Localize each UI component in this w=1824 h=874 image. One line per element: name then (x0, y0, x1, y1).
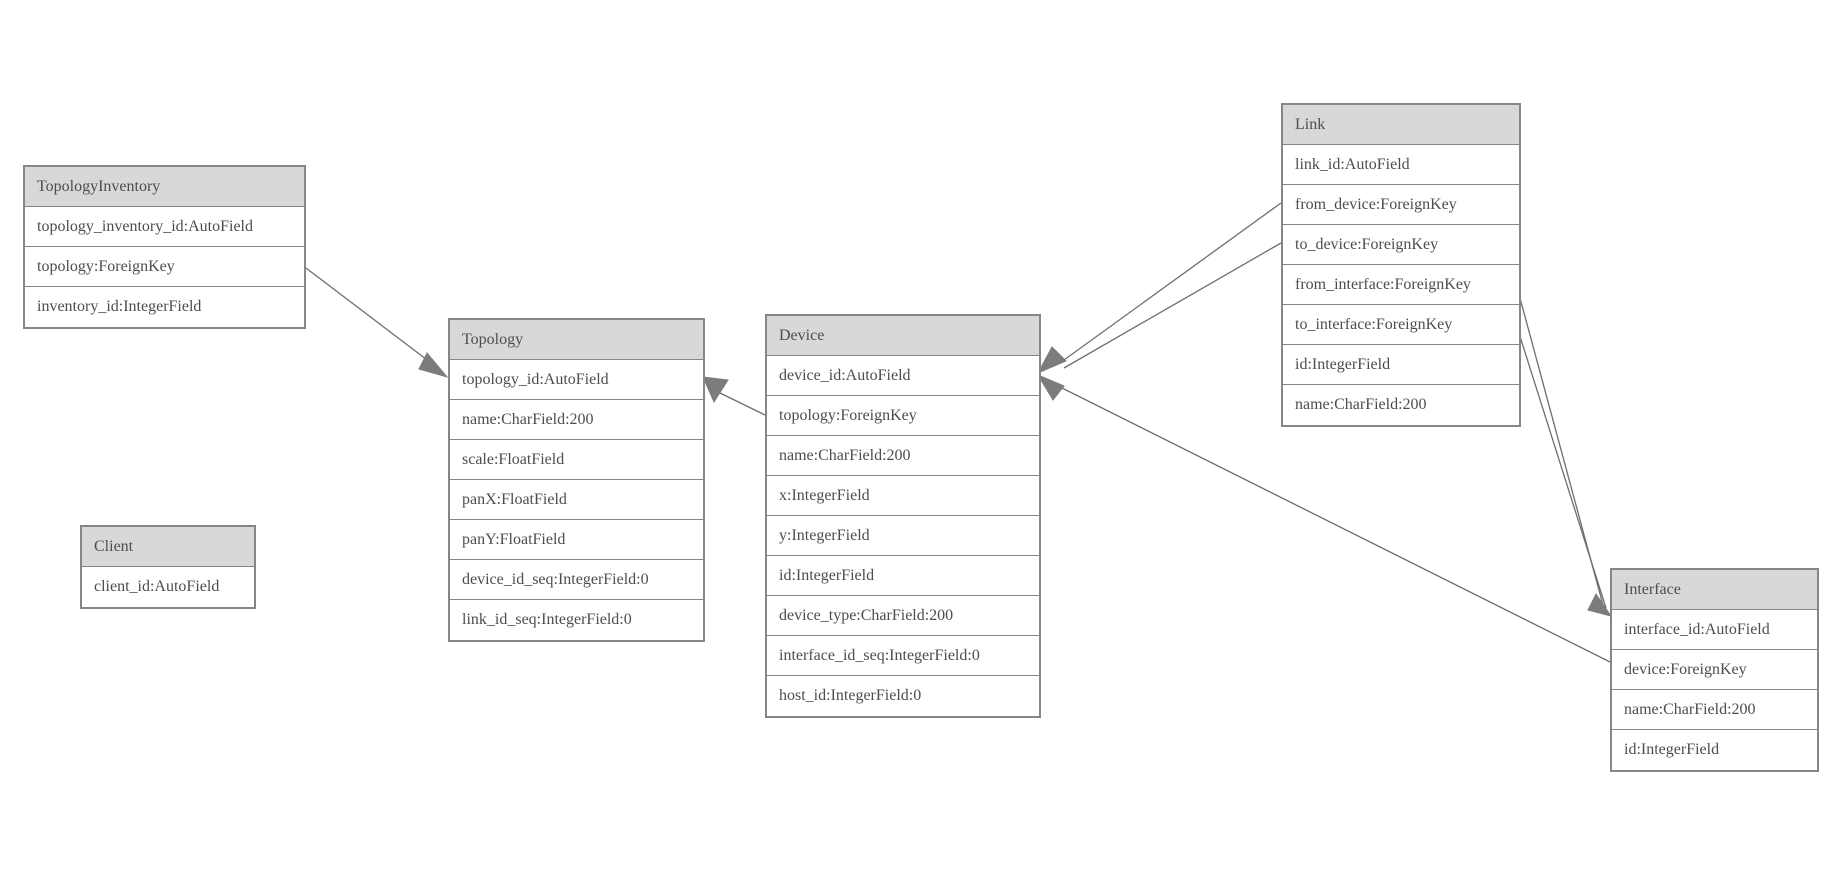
edge-device-topology (719, 392, 766, 416)
arrow-into-interface (1587, 593, 1613, 617)
entity-field: to_interface:ForeignKey (1283, 305, 1519, 345)
arrow-into-topology-right (702, 376, 729, 404)
entity-field: id:IntegerField (1612, 730, 1817, 770)
entity-field: scale:FloatField (450, 440, 703, 480)
entity-field: link_id_seq:IntegerField:0 (450, 600, 703, 640)
entity-field: device_type:CharField:200 (767, 596, 1039, 636)
entity-field: client_id:AutoField (82, 567, 254, 607)
entity-title-client: Client (82, 527, 254, 567)
arrow-into-device-upper (1036, 346, 1067, 375)
entity-field: host_id:IntegerField:0 (767, 676, 1039, 716)
entity-field: name:CharField:200 (1612, 690, 1817, 730)
entity-field: name:CharField:200 (450, 400, 703, 440)
entity-field: id:IntegerField (767, 556, 1039, 596)
entity-field: x:IntegerField (767, 476, 1039, 516)
entity-title-topology: Topology (450, 320, 703, 360)
entity-field: inventory_id:IntegerField (25, 287, 304, 327)
entity-field: link_id:AutoField (1283, 145, 1519, 185)
entity-field: from_interface:ForeignKey (1283, 265, 1519, 305)
entity-field: topology_id:AutoField (450, 360, 703, 400)
entity-field: name:CharField:200 (767, 436, 1039, 476)
edge-link-to-device (1063, 242, 1282, 369)
entity-field: name:CharField:200 (1283, 385, 1519, 425)
entity-field: interface_id:AutoField (1612, 610, 1817, 650)
entity-field: id:IntegerField (1283, 345, 1519, 385)
entity-title-device: Device (767, 316, 1039, 356)
edge-interface-device (1061, 387, 1611, 663)
arrow-into-topology-left (418, 352, 449, 378)
arrow-into-device-lower (1036, 373, 1065, 401)
entity-field: device:ForeignKey (1612, 650, 1817, 690)
entity-title-link: Link (1283, 105, 1519, 145)
edge-link-from-device (1063, 202, 1282, 361)
entity-field: panY:FloatField (450, 520, 703, 560)
entity-field: topology_inventory_id:AutoField (25, 207, 304, 247)
entity-field: topology:ForeignKey (25, 247, 304, 287)
entity-title-interface: Interface (1612, 570, 1817, 610)
entity-field: from_device:ForeignKey (1283, 185, 1519, 225)
entity-field: device_id_seq:IntegerField:0 (450, 560, 703, 600)
entity-field: device_id:AutoField (767, 356, 1039, 396)
edge-topologyinventory-topology (301, 264, 444, 373)
entity-field: y:IntegerField (767, 516, 1039, 556)
edge-link-to-interface (1516, 326, 1607, 609)
entity-field: topology:ForeignKey (767, 396, 1039, 436)
entity-field: interface_id_seq:IntegerField:0 (767, 636, 1039, 676)
entity-title-topology-inventory: TopologyInventory (25, 167, 304, 207)
entity-field: to_device:ForeignKey (1283, 225, 1519, 265)
entity-field: panX:FloatField (450, 480, 703, 520)
